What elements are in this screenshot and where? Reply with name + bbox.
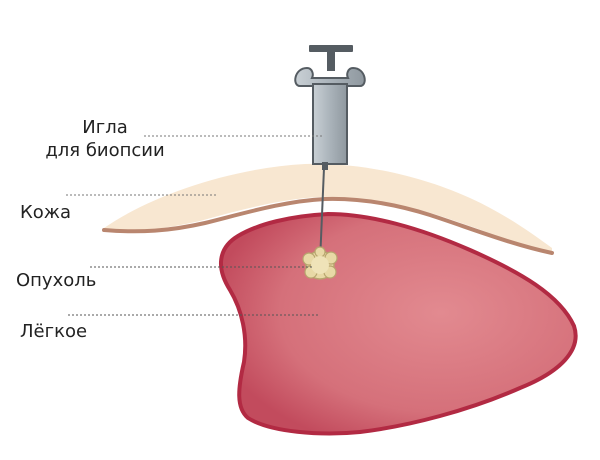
biopsy-needle-icon [294, 45, 366, 170]
skin-edge [102, 196, 554, 255]
skin-label: Кожа [20, 202, 72, 223]
tumor-shape [302, 246, 338, 280]
needle-label: Игла для биопсии [36, 116, 174, 162]
skin-layer [104, 163, 552, 254]
needle-label-line2: для биопсии [45, 140, 165, 161]
needle-shaft [319, 167, 325, 263]
tumor-label: Опухоль [16, 270, 97, 291]
needle-label-line1: Игла [82, 117, 128, 138]
lung-label: Лёгкое [20, 321, 88, 342]
